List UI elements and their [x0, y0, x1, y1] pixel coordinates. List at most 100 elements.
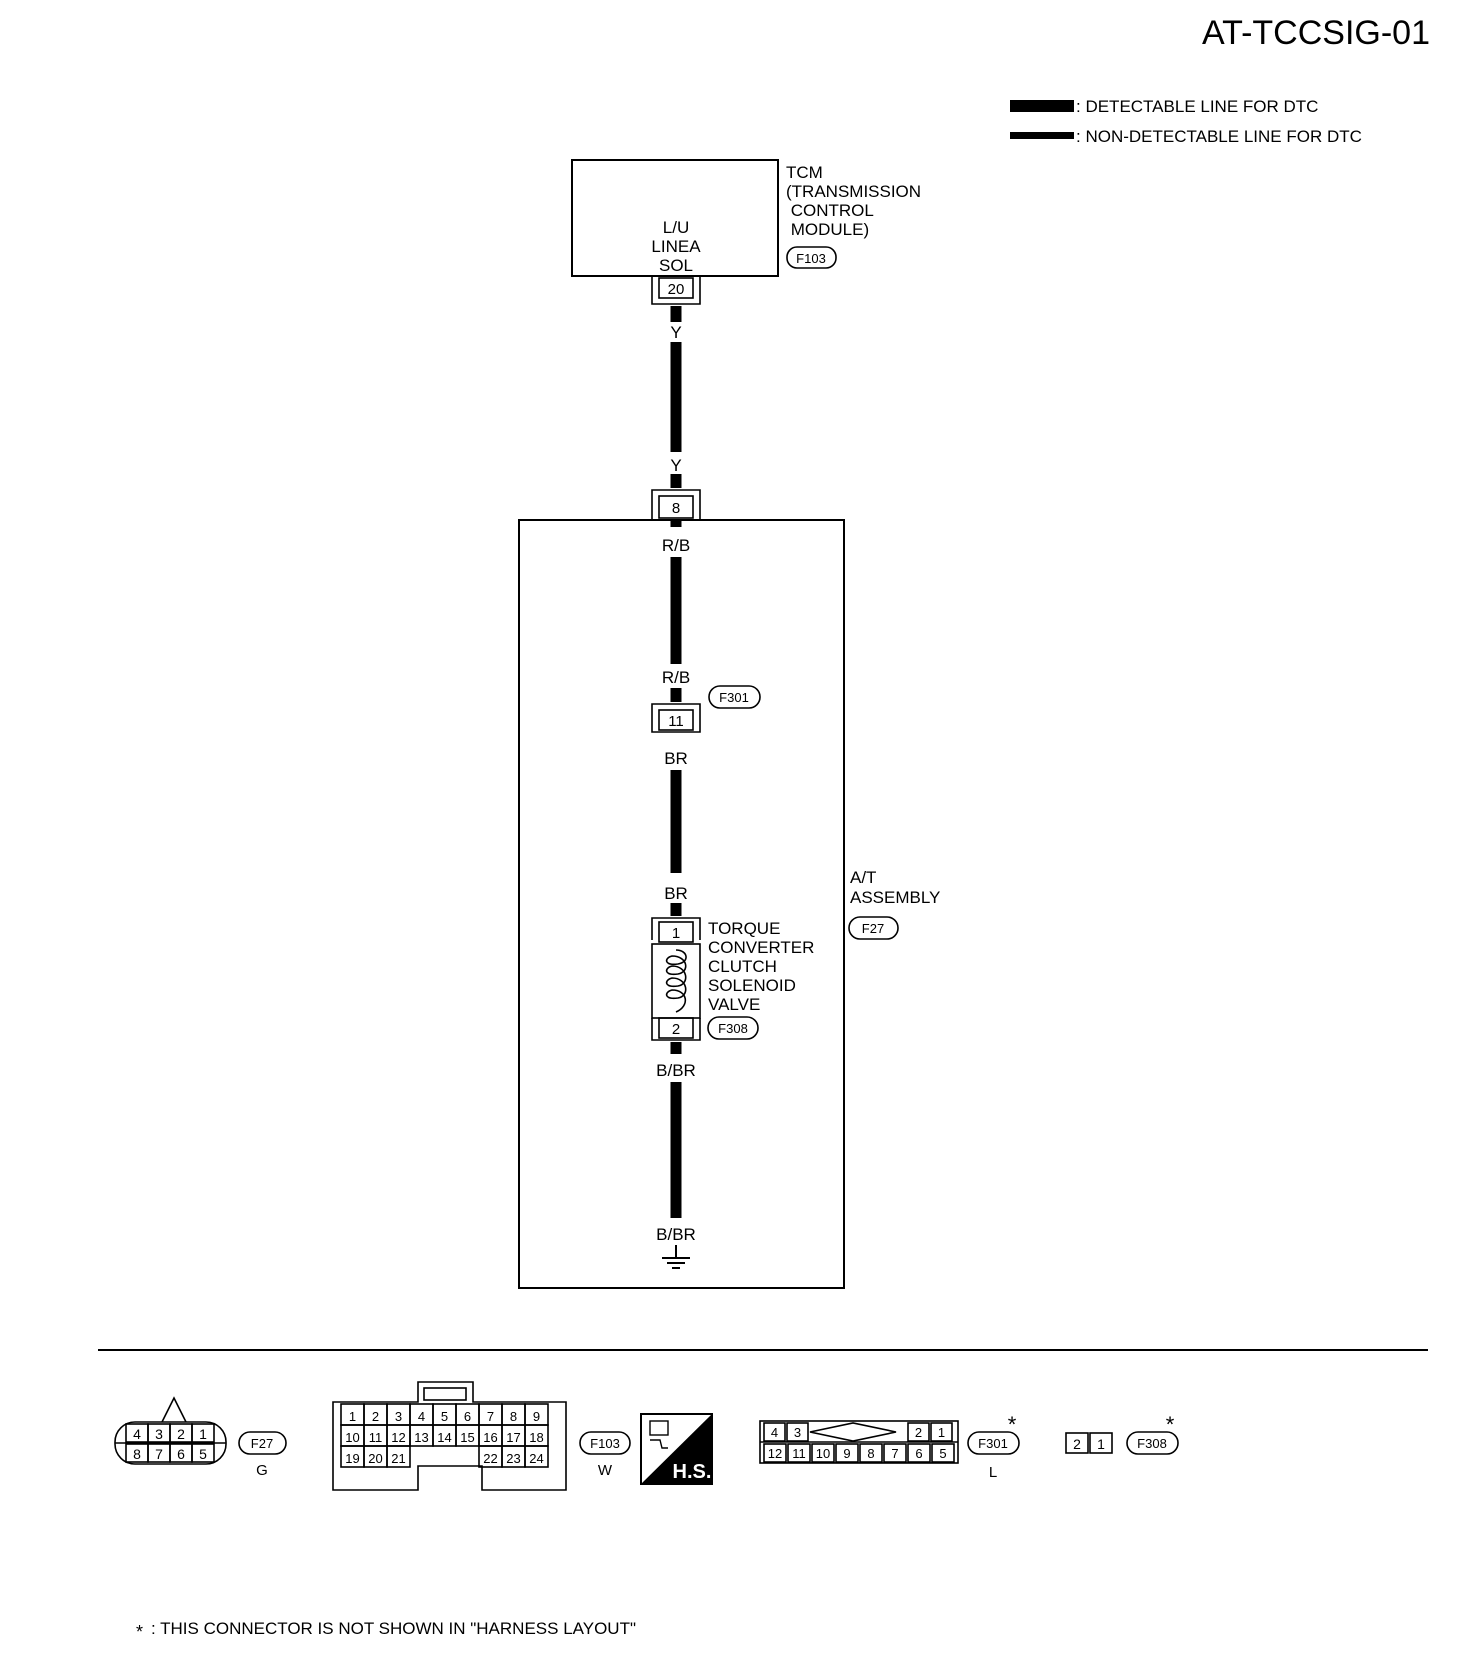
f103-pin: 10: [345, 1430, 359, 1445]
footnote-text: : THIS CONNECTOR IS NOT SHOWN IN "HARNES…: [151, 1619, 636, 1638]
f103-badge: [579, 1431, 631, 1455]
f103-pin: 1: [349, 1409, 356, 1424]
legend-non-detectable: : NON-DETECTABLE LINE FOR DTC: [1076, 127, 1362, 146]
f301-pin: 1: [938, 1425, 945, 1440]
wire-color-br-1: BR: [664, 749, 688, 768]
f27-badge: [238, 1431, 287, 1455]
valve-bottom-shell: [651, 1018, 701, 1041]
f301-pin: 3: [794, 1425, 801, 1440]
f103-cell: [524, 1445, 549, 1468]
f301-cell: [811, 1443, 835, 1463]
detectable-line-swatch: [1010, 100, 1074, 112]
f103-pin: 13: [414, 1430, 428, 1445]
wire-color-rb-2: R/B: [662, 668, 690, 687]
f301-pin: 11: [668, 713, 684, 730]
legend-detectable: : DETECTABLE LINE FOR DTC: [1076, 97, 1318, 116]
f301-cell: [883, 1443, 907, 1463]
f27-pin: 1: [199, 1426, 207, 1442]
wire-color-y-top: Y: [670, 323, 681, 342]
non-detectable-line-swatch: [1010, 132, 1074, 139]
f301-cell: [930, 1422, 953, 1442]
at-name-line-2: ASSEMBLY: [850, 888, 940, 907]
at-connector-label: F27: [862, 921, 884, 936]
f27-color: G: [256, 1462, 268, 1479]
valve-name-line-5: VALVE: [708, 995, 760, 1014]
hs-harness-side-icon: H.S.: [640, 1413, 713, 1485]
at-pin8-shell: [651, 489, 701, 520]
f27-badge-label: F27: [251, 1436, 273, 1451]
f301-pin: 6: [915, 1446, 922, 1461]
f301-cell: [931, 1443, 955, 1463]
footnote-star: *: [136, 1622, 143, 1642]
tcm-name-line-3: CONTROL: [786, 201, 874, 220]
valve-pin1-box: [658, 921, 694, 943]
f103-pin: 22: [483, 1451, 497, 1466]
f301-junction: 11 F301: [651, 685, 761, 733]
f301-pin: 2: [915, 1425, 922, 1440]
hs-label: H.S.: [673, 1461, 712, 1483]
wire-color-bbr-2: B/BR: [656, 1225, 696, 1244]
f301-shell: [651, 703, 701, 733]
f27-key-icon: [161, 1396, 187, 1423]
f301-pin: 7: [891, 1446, 898, 1461]
legend: : DETECTABLE LINE FOR DTC : NON-DETECTAB…: [1010, 97, 1362, 146]
f301-pin-box: [658, 709, 694, 731]
solenoid-coil-icon: [665, 949, 687, 1013]
at-connector-badge: [848, 916, 899, 940]
at-assembly: 8 A/T ASSEMBLY F27: [518, 489, 940, 1289]
tcm-terminal-line-2: LINEA: [651, 237, 701, 256]
valve-name-line-1: TORQUE: [708, 919, 780, 938]
f301-view-color: L: [989, 1464, 997, 1481]
f301-pin: 10: [816, 1446, 830, 1461]
f308-pin: 2: [1073, 1436, 1081, 1452]
f301-view-badge-label: F301: [978, 1436, 1008, 1451]
connector-f308: 2 1 F308 *: [1065, 1412, 1179, 1455]
f103-cell: [386, 1445, 411, 1468]
f103-color: W: [598, 1462, 613, 1479]
tcm-terminal-line-3: SOL: [659, 256, 693, 275]
valve-name-line-3: CLUTCH: [708, 957, 777, 976]
f301-cell: [763, 1443, 787, 1463]
f308-cell: [1089, 1432, 1113, 1454]
solenoid-body: [651, 943, 701, 1019]
f103-shell: [332, 1381, 567, 1491]
f301-star: *: [1008, 1412, 1017, 1437]
diagram-title: AT-TCCSIG-01: [1202, 14, 1430, 52]
f103-pin: 20: [368, 1451, 382, 1466]
f103-pin: 7: [487, 1409, 494, 1424]
f103-pin: 18: [529, 1430, 543, 1445]
f301-cell: [907, 1422, 930, 1442]
tcm-name-line-1: TCM: [786, 163, 823, 182]
f103-badge-label: F103: [590, 1436, 620, 1451]
valve-pin2: 2: [672, 1021, 680, 1038]
tcm-name-line-2: (TRANSMISSION: [786, 182, 921, 201]
valve-pin2-box: [658, 1017, 694, 1039]
ground-icon: [662, 1245, 690, 1269]
f301-cell: [859, 1443, 883, 1463]
f103-pin: 11: [369, 1430, 383, 1445]
at-pin8: 8: [672, 500, 680, 517]
f301-connector-label: F301: [719, 690, 749, 705]
f301-pin: 9: [843, 1446, 850, 1461]
f103-pin: 14: [437, 1430, 451, 1445]
f301-pin: 8: [867, 1446, 874, 1461]
f103-pin: 6: [464, 1409, 471, 1424]
f103-pin: 8: [510, 1409, 517, 1424]
f103-pin: 4: [418, 1409, 425, 1424]
connector-f27: 4 3 2 1 8 7 6 5 F27 G: [114, 1396, 287, 1479]
f301-view-badge: [967, 1431, 1020, 1455]
f301-cell: [907, 1443, 931, 1463]
wire-color-y-bottom: Y: [670, 456, 681, 475]
f103-pin: 23: [506, 1451, 520, 1466]
f27-cell: [191, 1443, 215, 1463]
f308-pin: 1: [1097, 1436, 1105, 1452]
f27-pin: 8: [133, 1446, 141, 1462]
f301-pin: 4: [771, 1425, 778, 1440]
f308-badge-label: F308: [1137, 1436, 1167, 1451]
f27-pin: 3: [155, 1426, 163, 1442]
tcm-connector-label: F103: [796, 251, 826, 266]
tcm-name-line-4: MODULE): [786, 220, 869, 239]
f103-pin: 24: [529, 1451, 543, 1466]
